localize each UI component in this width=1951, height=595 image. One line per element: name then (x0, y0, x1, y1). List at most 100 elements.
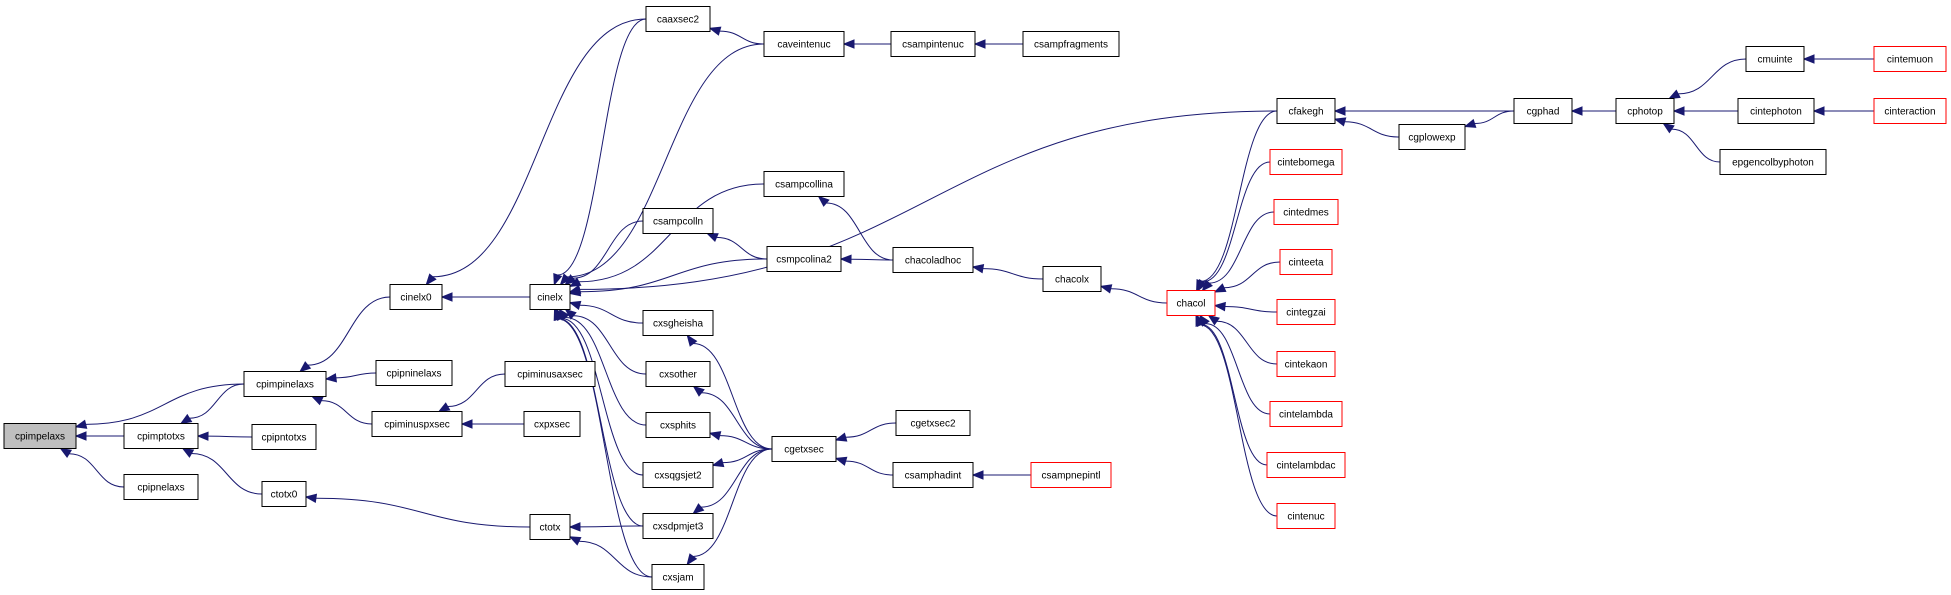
edge-arrowhead (568, 522, 581, 532)
node-cintephoton[interactable]: cintephoton (1737, 98, 1815, 124)
edge-cxsjam-to-ctotx (568, 536, 653, 578)
node-cmuinte[interactable]: cmuinte (1745, 46, 1805, 72)
node-cpipnelaxs[interactable]: cpipnelaxs (123, 474, 199, 500)
node-cfakegh[interactable]: cfakegh (1276, 98, 1336, 124)
node-box (892, 247, 974, 273)
node-cpiminusaxsec[interactable]: cpiminusaxsec (504, 361, 596, 387)
edge-cgetxsec-to-cxsjam (686, 448, 773, 566)
node-chacol[interactable]: chacol (1166, 290, 1216, 316)
edge-cinteraction-to-cintephoton (1812, 106, 1874, 116)
node-box (890, 31, 976, 57)
edge-line (716, 236, 768, 260)
node-caveintenuc[interactable]: caveintenuc (763, 31, 845, 57)
node-cinteeta[interactable]: cinteeta (1279, 249, 1333, 275)
edge-csampfragments-to-csampintenuc (973, 39, 1024, 49)
node-box (1873, 46, 1947, 72)
node-label: cxsother (659, 370, 697, 381)
node-box (771, 436, 837, 462)
node-ctotx0[interactable]: ctotx0 (261, 481, 307, 507)
node-csampcolln[interactable]: csampcolln (642, 208, 714, 234)
node-cxsjam[interactable]: cxsjam (651, 564, 705, 590)
edge-arrowhead (425, 273, 437, 286)
node-cgetxsec2[interactable]: cgetxsec2 (895, 410, 971, 436)
node-label: cpipnelaxs (137, 483, 184, 494)
node-csmpcolina2[interactable]: csmpcolina2 (766, 246, 842, 272)
node-cxsqgsjet2[interactable]: cxsqgsjet2 (642, 462, 714, 488)
node-cpimpelaxs[interactable]: cpimpelaxs (3, 423, 77, 449)
node-label: cgphad (1527, 107, 1560, 118)
node-cintemuon[interactable]: cintemuon (1873, 46, 1947, 72)
node-cxsother[interactable]: cxsother (645, 361, 711, 387)
node-label: cgplowexp (1408, 133, 1456, 144)
edge-cpiminuspxsec-to-cpimpinelaxs (310, 395, 373, 425)
edge-arrowhead (553, 308, 563, 321)
node-cintedmes[interactable]: cintedmes (1273, 199, 1339, 225)
node-label: csmpcolina2 (776, 255, 832, 266)
node-cxpxsec[interactable]: cxpxsec (523, 411, 581, 437)
edge-arrowhead (559, 273, 571, 286)
edge-cxsother-to-cinelx (564, 308, 647, 375)
node-cintenuc[interactable]: cintenuc (1276, 503, 1336, 529)
node-ctotx[interactable]: ctotx (529, 514, 571, 540)
edge-line (561, 317, 644, 476)
edge-arrowhead (1213, 301, 1226, 312)
node-chacoladhoc[interactable]: chacoladhoc (892, 247, 974, 273)
node-cintelambda[interactable]: cintelambda (1269, 401, 1343, 427)
edge-cxsdpmjet3-to-ctotx (568, 522, 644, 532)
node-cinelx[interactable]: cinelx (529, 284, 571, 310)
edge-caaxsec2-to-cinelx0 (425, 18, 647, 286)
node-box (1513, 98, 1573, 124)
edge-arrowhead (692, 385, 705, 397)
node-cgplowexp[interactable]: cgplowexp (1398, 124, 1466, 150)
edge-line (1201, 324, 1268, 466)
node-label: chacol (1177, 299, 1206, 310)
node-box (529, 514, 571, 540)
edge-line (693, 343, 773, 450)
edge-arrowhead (568, 287, 582, 297)
node-cintelambdac[interactable]: cintelambdac (1266, 452, 1346, 478)
node-csampnepintl[interactable]: csampnepintl (1030, 462, 1112, 488)
node-cpipntotxs[interactable]: cpipntotxs (251, 424, 317, 450)
node-cpiminuspxsec[interactable]: cpiminuspxsec (371, 411, 463, 437)
node-csampintenuc[interactable]: csampintenuc (890, 31, 976, 57)
node-label: cpimpinelaxs (256, 380, 314, 391)
node-cphotop[interactable]: cphotop (1615, 98, 1675, 124)
node-cgetxsec[interactable]: cgetxsec (771, 436, 837, 462)
node-cintegzai[interactable]: cintegzai (1276, 299, 1336, 325)
node-cintebomega[interactable]: cintebomega (1269, 149, 1343, 175)
edge-arrowhead (711, 457, 725, 468)
node-cinelx0[interactable]: cinelx0 (389, 284, 443, 310)
node-label: cxpxsec (534, 420, 570, 431)
node-cxsgheisha[interactable]: cxsgheisha (642, 310, 714, 336)
edge-arrowhead (304, 493, 318, 504)
edge-arrowhead (181, 447, 195, 458)
node-label: cintekaon (1285, 360, 1328, 371)
edge-arrowhead (817, 195, 830, 207)
node-caaxsec2[interactable]: caaxsec2 (645, 6, 711, 32)
node-csampcollina[interactable]: csampcollina (763, 171, 845, 197)
node-label: cpiminusaxsec (517, 370, 583, 381)
node-cintekaon[interactable]: cintekaon (1276, 351, 1336, 377)
node-epgencolbyphoton[interactable]: epgencolbyphoton (1719, 149, 1827, 175)
node-box (123, 474, 199, 500)
edge-caaxsec2-to-cinelx (553, 18, 647, 286)
edge-arrowhead (196, 431, 209, 441)
node-label: csampcollina (775, 180, 833, 191)
node-cxsdpmjet3[interactable]: cxsdpmjet3 (642, 513, 714, 539)
node-cpimptotxs[interactable]: cpimptotxs (123, 423, 199, 449)
node-cxsphits[interactable]: cxsphits (645, 412, 711, 438)
edge-cxsgheisha-to-cinelx (568, 300, 644, 324)
node-cgphad[interactable]: cgphad (1513, 98, 1573, 124)
node-cinteraction[interactable]: cinteraction (1873, 98, 1947, 124)
node-csamphadint[interactable]: csamphadint (892, 462, 974, 488)
node-chacolx[interactable]: chacolx (1042, 266, 1102, 292)
node-label: csamphadint (905, 471, 962, 482)
node-csampfragments[interactable]: csampfragments (1022, 31, 1120, 57)
edge-cgphad-to-cgplowexp (1463, 110, 1515, 128)
node-cpipninelaxs[interactable]: cpipninelaxs (375, 360, 453, 386)
node-cpimpinelaxs[interactable]: cpimpinelaxs (243, 371, 327, 397)
edge-csmpcolina2-to-csampcolln (706, 232, 768, 260)
node-box (371, 411, 463, 437)
edge-cintephoton-to-cphotop (1672, 106, 1738, 116)
edge-csmpcolina2-to-cinelx (568, 258, 768, 297)
